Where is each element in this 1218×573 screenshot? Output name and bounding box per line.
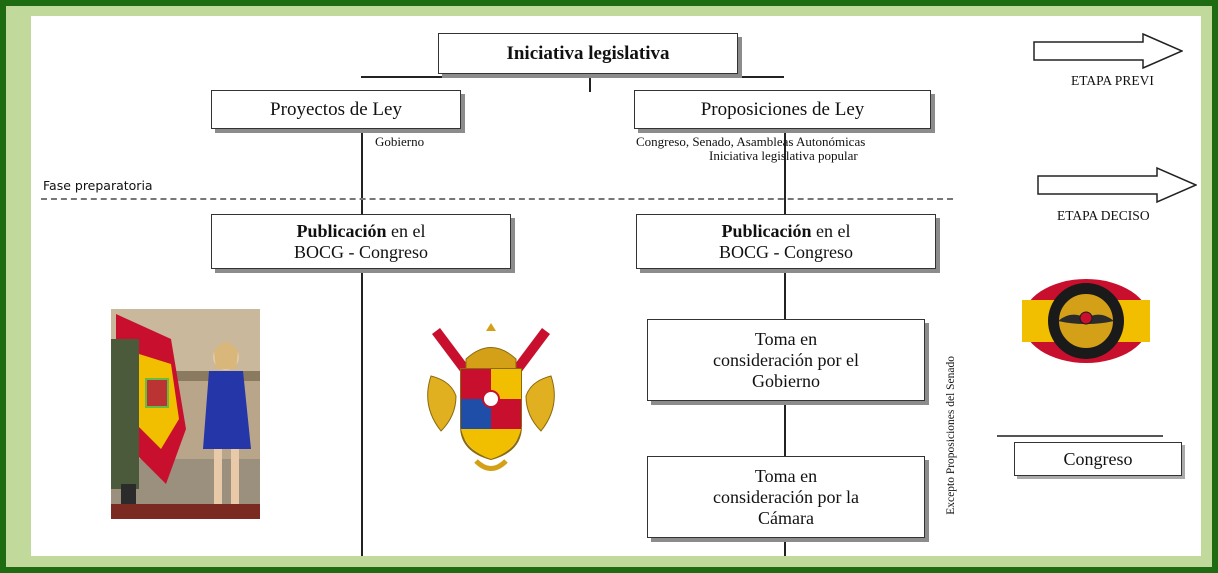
pub-left-line2: BOCG - Congreso — [294, 241, 428, 262]
pub-right-bold: Publicación — [721, 220, 812, 241]
connector-left-main — [361, 129, 363, 556]
proyectos-label: Proyectos de Ley — [270, 98, 402, 120]
etapa-decisoria-arrow-icon — [1037, 166, 1197, 204]
toma-gobierno-line1: Toma en — [754, 328, 818, 349]
etapa-previa-arrow-icon — [1033, 32, 1183, 70]
pub-left-bold: Publicación — [296, 220, 387, 241]
congreso-legend-label: Congreso — [1063, 448, 1133, 469]
pub-left-rest: en el — [386, 220, 426, 241]
toma-camara-line1: Toma en — [754, 465, 818, 486]
pub-left-line1: Publicación en el — [297, 221, 426, 242]
phase-label: Fase preparatoria — [43, 178, 153, 193]
toma-camara-line3: Cámara — [758, 507, 814, 528]
diagram-canvas: Iniciativa legislativa Proyectos de Ley … — [31, 16, 1201, 556]
flag-ceremony-photo — [111, 309, 260, 519]
proposiciones-box: Proposiciones de Ley — [634, 90, 931, 129]
connector-branch — [361, 76, 784, 78]
air-force-badge-icon — [1022, 279, 1150, 363]
pub-right-box: Publicación en el BOCG - Congreso — [636, 214, 936, 269]
toma-gobierno-line3: Gobierno — [752, 370, 820, 391]
proposiciones-label: Proposiciones de Ley — [700, 98, 865, 120]
toma-gobierno-line2: consideración por el — [713, 349, 859, 370]
pub-right-rest: en el — [811, 220, 851, 241]
proposiciones-note-2: Iniciativa legislativa popular — [709, 148, 858, 163]
legend-divider — [997, 435, 1163, 437]
pub-right-line2: BOCG - Congreso — [719, 241, 853, 262]
toma-camara-line2: consideración por la — [713, 486, 859, 507]
phase-divider — [41, 198, 953, 200]
gobierno-note: Gobierno — [375, 134, 425, 149]
pub-right-line1: Publicación en el — [722, 221, 851, 242]
etapa-decisoria-label: ETAPA DECISO — [1057, 208, 1150, 223]
iniciativa-box: Iniciativa legislativa — [438, 33, 738, 74]
toma-camara-box: Toma en consideración por la Cámara — [647, 456, 925, 538]
proposiciones-note-1: Congreso, Senado, Asambleas Autonómicas — [636, 134, 866, 149]
pub-left-box: Publicación en el BOCG - Congreso — [211, 214, 511, 269]
coat-of-arms-icon — [427, 323, 555, 471]
iniciativa-label: Iniciativa legislativa — [506, 42, 670, 64]
excepto-note: Excepto Proposiciones del Senado — [945, 356, 957, 515]
etapa-previa-label: ETAPA PREVI — [1071, 73, 1154, 88]
toma-gobierno-box: Toma en consideración por el Gobierno — [647, 319, 925, 401]
proyectos-box: Proyectos de Ley — [211, 90, 461, 129]
connector-top — [589, 72, 591, 92]
congreso-legend-box: Congreso — [1014, 442, 1182, 476]
